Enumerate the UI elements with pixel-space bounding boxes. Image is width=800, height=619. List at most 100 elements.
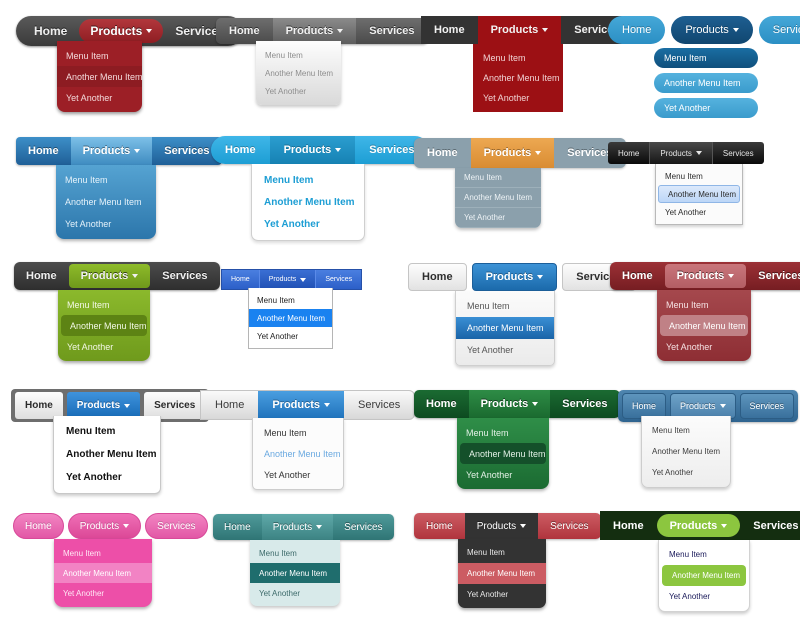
- nav-item-home[interactable]: Home: [26, 270, 57, 282]
- nav-item-home[interactable]: Home: [622, 270, 653, 282]
- menu-item[interactable]: Another Menu Item: [265, 68, 334, 78]
- menu-item[interactable]: Yet Another: [669, 592, 711, 601]
- menu-item[interactable]: Menu Item: [467, 301, 510, 311]
- nav-item-home[interactable]: Home: [34, 24, 68, 38]
- menu-item[interactable]: Yet Another: [65, 219, 112, 229]
- menu-item[interactable]: Yet Another: [63, 588, 105, 598]
- menu-item[interactable]: Menu Item: [257, 295, 295, 305]
- nav-item-services[interactable]: Services: [164, 145, 210, 157]
- menu-item[interactable]: Another Menu Item: [65, 197, 142, 207]
- menu-item[interactable]: Menu Item: [654, 48, 758, 68]
- menu-item[interactable]: Menu Item: [66, 426, 116, 437]
- menu-item[interactable]: Another Menu Item: [455, 188, 541, 208]
- nav-item-products[interactable]: Products: [477, 16, 562, 44]
- nav-item-products[interactable]: Products: [67, 513, 142, 539]
- nav-item-services[interactable]: Services: [758, 270, 800, 282]
- menu-item[interactable]: Another Menu Item: [249, 309, 332, 327]
- nav-item-home[interactable]: Home: [408, 263, 467, 291]
- menu-item[interactable]: Yet Another: [257, 331, 299, 341]
- menu-item[interactable]: Menu Item: [259, 548, 297, 558]
- menu-item[interactable]: Yet Another: [264, 218, 320, 230]
- menu-item[interactable]: Yet Another: [665, 207, 707, 217]
- menu-item[interactable]: Yet Another: [467, 345, 514, 355]
- nav-item-products[interactable]: Products: [468, 390, 551, 418]
- nav-item-services[interactable]: Services: [369, 25, 415, 37]
- menu-item[interactable]: Yet Another: [455, 208, 541, 228]
- nav-item-products[interactable]: Products: [68, 264, 151, 288]
- nav-item-services[interactable]: Services: [562, 398, 608, 410]
- nav-item-home[interactable]: Home: [231, 276, 250, 283]
- nav-item-home[interactable]: Home: [622, 393, 667, 419]
- menu-item[interactable]: Another Menu Item: [57, 66, 143, 87]
- menu-item[interactable]: Another Menu Item: [54, 563, 152, 583]
- nav-item-services[interactable]: Services: [722, 148, 754, 158]
- nav-item-services[interactable]: Services: [758, 16, 800, 44]
- nav-item-products[interactable]: Products: [258, 391, 345, 419]
- nav-item-services[interactable]: Services: [358, 399, 401, 411]
- nav-item-services[interactable]: Services: [162, 270, 208, 282]
- nav-item-services[interactable]: Services: [567, 147, 613, 159]
- nav-item-home[interactable]: Home: [229, 25, 260, 37]
- menu-item[interactable]: Yet Another: [466, 469, 513, 480]
- menu-item[interactable]: Yet Another: [66, 92, 113, 103]
- menu-item[interactable]: Yet Another: [66, 472, 122, 483]
- menu-item[interactable]: Another Menu Item: [250, 563, 340, 583]
- nav-item-home[interactable]: Home: [608, 16, 666, 44]
- nav-item-home[interactable]: Home: [215, 399, 245, 411]
- menu-item[interactable]: Menu Item: [65, 175, 108, 185]
- menu-item[interactable]: Menu Item: [652, 426, 690, 435]
- menu-item[interactable]: Yet Another: [265, 86, 307, 96]
- menu-item[interactable]: Another Menu Item: [662, 565, 746, 586]
- menu-item[interactable]: Menu Item: [669, 550, 707, 559]
- menu-item[interactable]: Menu Item: [265, 50, 303, 60]
- nav-item-services[interactable]: Services: [145, 513, 208, 539]
- nav-item-home[interactable]: Home: [13, 513, 64, 539]
- nav-item-services[interactable]: Services: [753, 519, 799, 532]
- menu-item[interactable]: Menu Item: [264, 427, 307, 438]
- nav-item-home[interactable]: Home: [613, 519, 644, 532]
- nav-item-products[interactable]: Products: [471, 263, 558, 291]
- menu-item[interactable]: Menu Item: [467, 548, 505, 557]
- menu-item[interactable]: Yet Another: [467, 590, 509, 599]
- menu-item[interactable]: Menu Item: [665, 171, 703, 181]
- menu-item[interactable]: Menu Item: [264, 174, 314, 186]
- menu-item[interactable]: Another Menu Item: [654, 73, 758, 93]
- nav-item-services[interactable]: Services: [550, 520, 589, 532]
- nav-item-products[interactable]: Products: [656, 514, 741, 537]
- nav-item-home[interactable]: Home: [434, 24, 465, 36]
- menu-item[interactable]: Menu Item: [63, 548, 101, 558]
- menu-item[interactable]: Menu Item: [66, 50, 109, 61]
- nav-item-products[interactable]: Products: [671, 16, 753, 44]
- nav-item-home[interactable]: Home: [225, 144, 256, 156]
- menu-item[interactable]: Another Menu Item: [264, 196, 355, 208]
- menu-item[interactable]: Another Menu Item: [456, 317, 554, 339]
- menu-item[interactable]: Yet Another: [652, 468, 694, 477]
- nav-item-services[interactable]: Services: [739, 393, 795, 419]
- menu-item[interactable]: Another Menu Item: [658, 185, 740, 203]
- menu-item[interactable]: Menu Item: [67, 299, 110, 310]
- menu-item[interactable]: Another Menu Item: [652, 447, 721, 456]
- nav-item-products[interactable]: Products: [79, 19, 164, 43]
- menu-item[interactable]: Menu Item: [455, 168, 541, 188]
- nav-item-services[interactable]: Services: [344, 521, 383, 533]
- nav-item-products[interactable]: Products: [464, 513, 539, 539]
- nav-item-home[interactable]: Home: [426, 520, 453, 532]
- nav-item-services[interactable]: Services: [325, 276, 353, 283]
- nav-item-products[interactable]: Products: [272, 18, 357, 44]
- menu-item[interactable]: Menu Item: [666, 299, 709, 310]
- nav-item-products[interactable]: Products: [649, 142, 713, 164]
- menu-item[interactable]: Another Menu Item: [66, 449, 157, 460]
- menu-item[interactable]: Yet Another: [483, 93, 530, 103]
- nav-item-home[interactable]: Home: [224, 521, 251, 533]
- nav-item-home[interactable]: Home: [618, 148, 640, 158]
- nav-item-services[interactable]: Services: [144, 392, 206, 419]
- nav-item-services[interactable]: Services: [369, 144, 415, 156]
- menu-item[interactable]: Another Menu Item: [660, 315, 748, 336]
- menu-item[interactable]: Yet Another: [67, 341, 114, 352]
- menu-item[interactable]: Another Menu Item: [458, 563, 546, 584]
- nav-item-products[interactable]: Products: [269, 136, 356, 164]
- nav-item-home[interactable]: Home: [15, 392, 63, 419]
- menu-item[interactable]: Yet Another: [264, 469, 311, 480]
- nav-item-products[interactable]: Products: [70, 137, 153, 165]
- menu-item[interactable]: Another Menu Item: [264, 448, 341, 459]
